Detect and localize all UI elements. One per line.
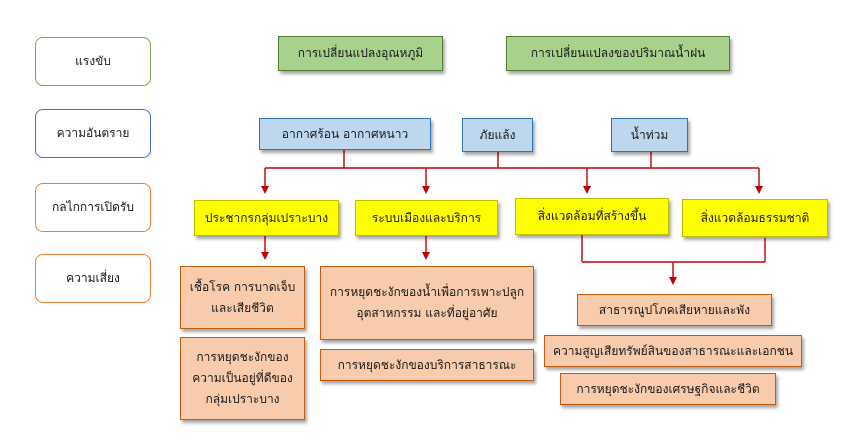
hazard-drought: ภัยแล้ง [462,118,533,152]
legend-driver: แรงขับ [35,37,151,86]
risk-wellbeing: การหยุดชะงักของความเป็นอยู่ที่ดีของกลุ่ม… [180,337,305,420]
legend-mechanism: กลไกการเปิดรับ [35,183,151,232]
risk-economy: การหยุดชะงักของเศรษฐกิจและชีวิต [560,373,776,405]
risk-property-loss: ความสูญเสียทรัพย์สินของสาธารณะและเอกชน [544,335,802,367]
legend-hazard: ความอันตราย [35,109,151,158]
hazard-flood: น้ำท่วม [611,118,688,152]
driver-rainfall: การเปลี่ยนแปลงของปริมาณน้ำฝน [506,36,730,71]
risk-water-use: การหยุดชะงักของน้ำเพื่อการเพาะปลูก อุตสา… [320,266,534,340]
risk-utilities: สาธารณูปโภคเสียหายและพัง [577,294,772,326]
risk-disease: เชื้อโรค การบาดเจ็บ และเสียชีวิต [180,266,305,329]
hazard-heat-cold: อากาศร้อน อากาศหนาว [259,118,431,150]
driver-temperature: การเปลี่ยนแปลงอุณหภูมิ [278,36,443,71]
mechanism-natural-env: สิ่งแวดล้อมธรรมชาติ [682,199,828,237]
legend-risk: ความเสี่ยง [35,254,151,303]
mechanism-systems: ระบบเมืองและบริการ [355,200,498,236]
mechanism-built-env: สิ่งแวดล้อมที่สร้างขึ้น [515,198,669,235]
risk-public-service: การหยุดชะงักของบริการสาธารณะ [320,349,534,381]
mechanism-vulnerable: ประชากรกลุ่มเปราะบาง [194,200,339,236]
